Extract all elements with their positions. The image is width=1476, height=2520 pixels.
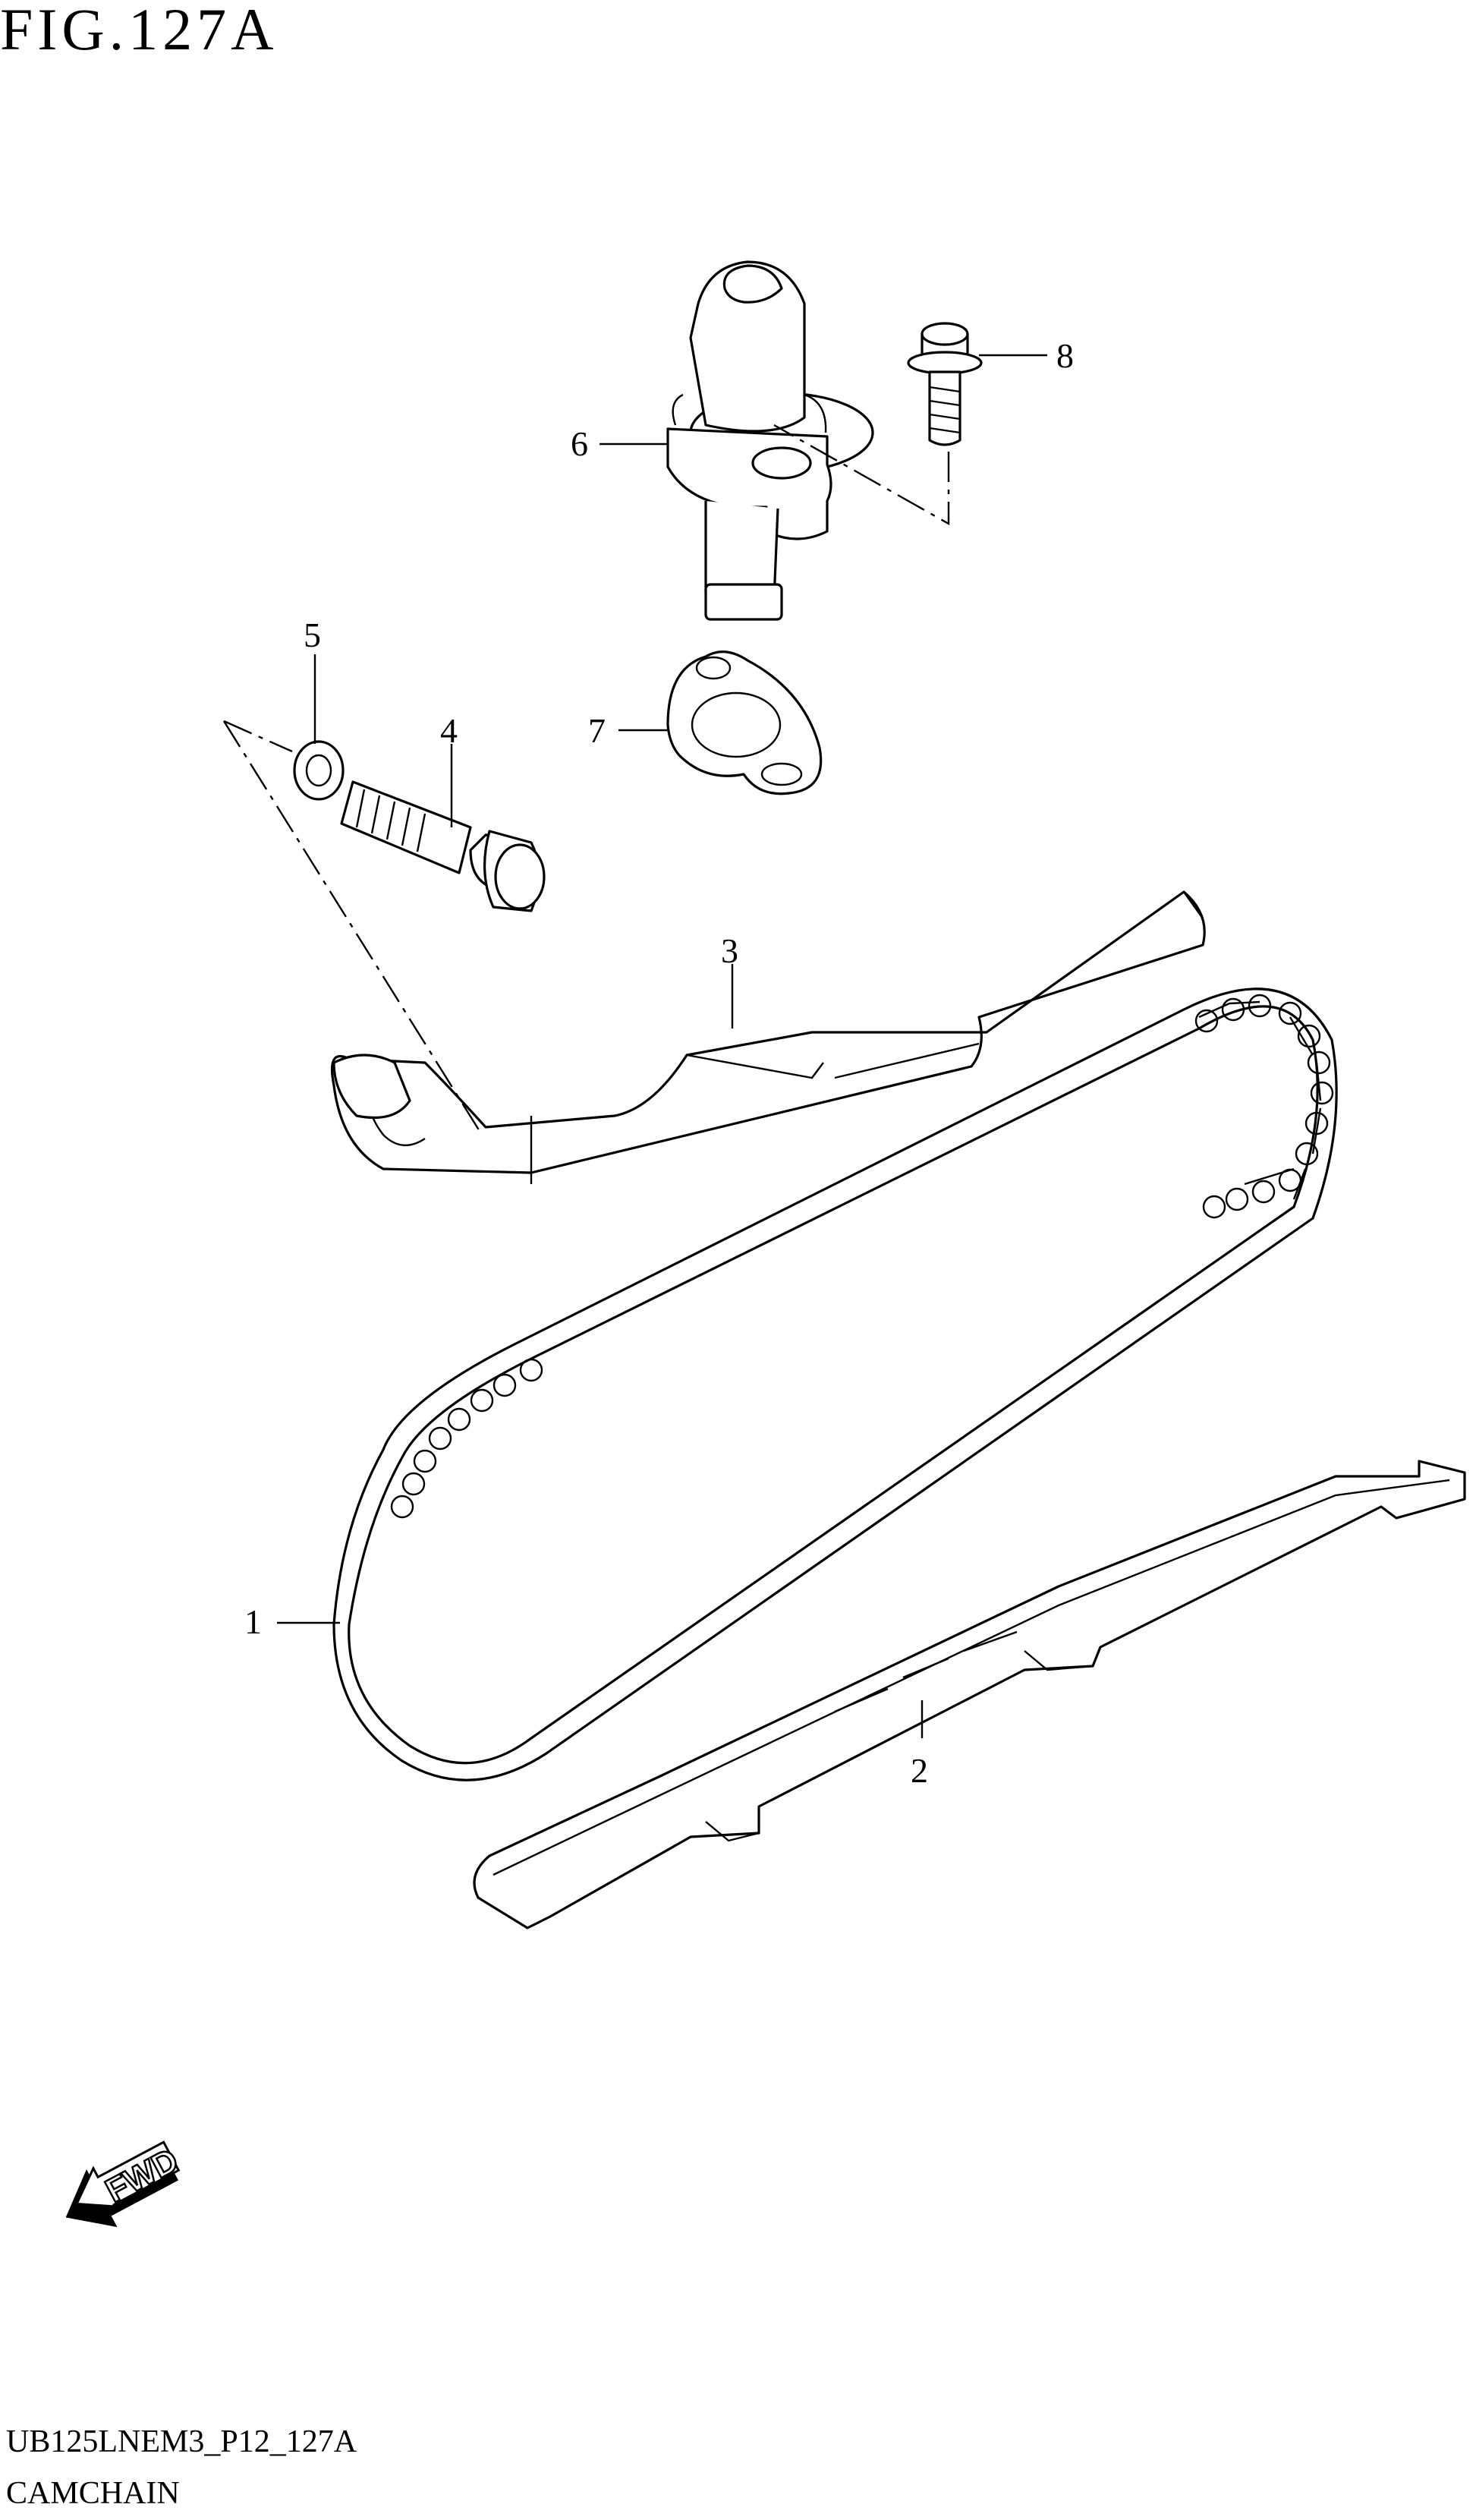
callout-2: 2 <box>911 1751 928 1790</box>
chain-guide[interactable] <box>473 1460 1466 1929</box>
leader-lines <box>277 354 1047 1738</box>
callout-7: 7 <box>588 711 606 750</box>
bolt-locator-line <box>222 720 483 1136</box>
tensioner-assembly[interactable] <box>666 260 874 621</box>
guide-bolt[interactable] <box>340 780 546 912</box>
callout-4: 4 <box>440 711 458 750</box>
forward-arrow-icon: FWD <box>65 2140 185 2228</box>
cam-chain[interactable] <box>332 988 1338 1781</box>
callout-6: 6 <box>571 424 588 463</box>
tensioner-guide[interactable] <box>330 890 1206 1184</box>
figure-name: CAMCHAIN <box>6 2476 180 2511</box>
tensioner-bolt[interactable] <box>907 322 983 446</box>
callout-8: 8 <box>1056 336 1074 375</box>
callout-1: 1 <box>244 1602 262 1641</box>
callout-5: 5 <box>304 616 321 654</box>
callout-3: 3 <box>721 931 738 970</box>
tensioner-gasket[interactable] <box>666 650 823 795</box>
figure-code: UB125LNEM3_P12_127A <box>6 2424 357 2459</box>
guide-washer[interactable] <box>293 740 345 801</box>
figure-title: FIG.127A <box>0 0 279 62</box>
bolt-locator-line <box>773 424 950 526</box>
